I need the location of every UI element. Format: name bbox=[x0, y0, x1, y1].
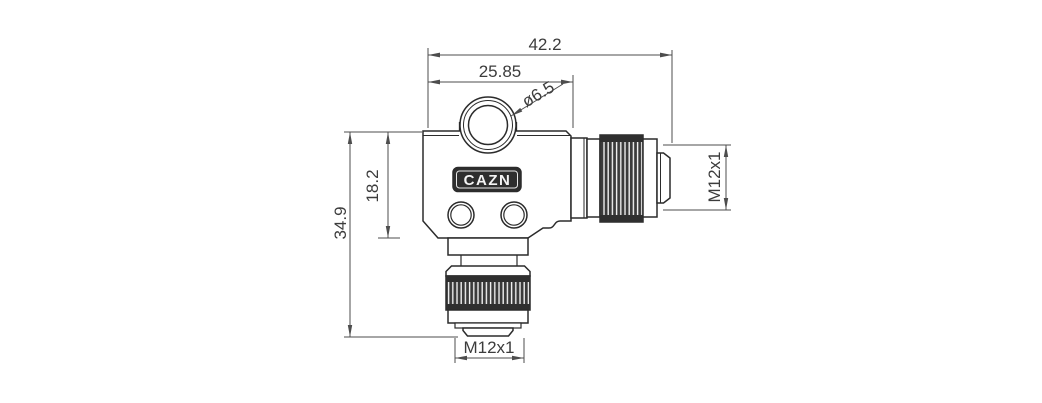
bottom-thread-tip bbox=[462, 327, 514, 337]
connector-outline-group: CAZN bbox=[422, 96, 671, 337]
side-connector bbox=[570, 134, 671, 223]
eyelet-ring bbox=[459, 96, 517, 154]
dim-side-thread-label: M12x1 bbox=[705, 151, 724, 202]
side-knurl-ring bbox=[599, 134, 644, 223]
dim-overall-height: 34.9 bbox=[331, 131, 458, 338]
dim-body-height-label: 18.2 bbox=[363, 169, 382, 202]
dim-bottom-thread: M12x1 bbox=[454, 338, 525, 363]
bottom-connector bbox=[445, 237, 531, 337]
dim-overall-width-label: 42.2 bbox=[528, 35, 561, 54]
bottom-base bbox=[447, 237, 529, 256]
dim-body-height: 18.2 bbox=[363, 132, 400, 239]
dim-side-thread: M12x1 bbox=[663, 144, 731, 211]
dim-inner-width: 25.85 bbox=[428, 62, 574, 128]
dim-overall-width: 42.2 bbox=[427, 35, 673, 143]
dim-inner-width-label: 25.85 bbox=[479, 62, 522, 81]
cazn-logo-text: CAZN bbox=[464, 172, 512, 189]
side-flange bbox=[570, 137, 588, 219]
body-face-holes bbox=[447, 201, 528, 229]
cazn-logo: CAZN bbox=[452, 166, 522, 193]
dim-bottom-thread-label: M12x1 bbox=[463, 338, 514, 357]
dim-hole-diameter: ø6.5 bbox=[510, 77, 564, 117]
dim-overall-height-label: 34.9 bbox=[331, 206, 350, 239]
side-thread-tip bbox=[656, 152, 671, 204]
